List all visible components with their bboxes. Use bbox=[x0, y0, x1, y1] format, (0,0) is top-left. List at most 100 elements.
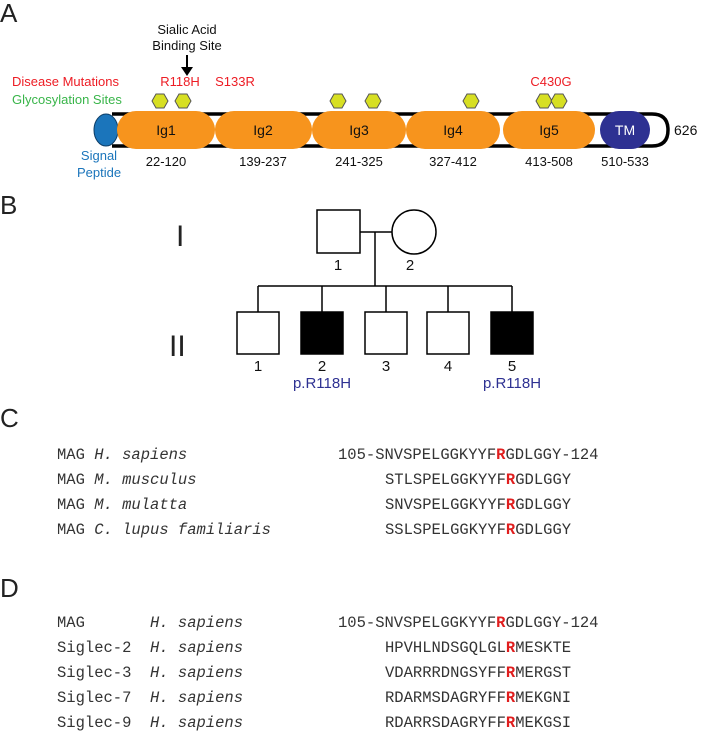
pedigree-individual-i2 bbox=[391, 209, 437, 255]
sequence-after: MERGST bbox=[515, 664, 572, 682]
ig2-domain bbox=[215, 111, 312, 149]
sequence: STLSPELGGKYYFRGDLGGY bbox=[385, 471, 571, 489]
sequence: HPVHLNDSGQLGLRMESKTE bbox=[385, 639, 571, 657]
gene-name: MAG bbox=[57, 471, 85, 489]
individual-ii1-number: 1 bbox=[254, 358, 262, 375]
panel-label-a: A bbox=[0, 0, 18, 28]
generation-ii-label: II bbox=[169, 330, 186, 363]
sequence-after: GDLGGY-124 bbox=[505, 614, 599, 632]
alignment-row: MAG M. musculus bbox=[57, 471, 197, 489]
gene-name: MAG bbox=[57, 521, 85, 539]
pedigree-individual-ii4 bbox=[426, 311, 470, 355]
pedigree-individual-ii5-affected bbox=[490, 311, 534, 355]
gene-name: MAG bbox=[57, 614, 85, 632]
conserved-arginine: R bbox=[505, 714, 516, 732]
sequence-before: SNVSPELGGKYYF bbox=[385, 496, 506, 514]
pedigree-individual-ii2-affected bbox=[300, 311, 344, 355]
alignment-row: MAG C. lupus familiaris bbox=[57, 521, 271, 539]
ig1-domain bbox=[117, 111, 215, 149]
gene-name: Siglec-7 bbox=[57, 689, 132, 707]
sequence-after: MEKGNI bbox=[515, 689, 572, 707]
sequence-before: RDARRSDAGRYFF bbox=[385, 714, 506, 732]
tm-label: TM bbox=[615, 122, 635, 138]
mutation-s133r: S133R bbox=[215, 74, 255, 89]
sequence-after: MESKTE bbox=[515, 639, 572, 657]
sequence: 105-SNVSPELGGKYYFRGDLGGY-124 bbox=[338, 614, 598, 632]
pedigree-chart: I II 1 2 1 2 3 4 5 p.R118H p.R118H bbox=[169, 209, 541, 392]
ig4-range: 327-412 bbox=[429, 154, 477, 169]
glycosylation-site-1 bbox=[151, 93, 169, 109]
mutation-r118h: R118H bbox=[160, 74, 200, 89]
sequence-before: 105-SNVSPELGGKYYF bbox=[338, 446, 497, 464]
glycosylation-site-7 bbox=[550, 93, 568, 109]
ig5-label: Ig5 bbox=[539, 122, 559, 138]
sequence: RDARMSDAGRYFFRMEKGNI bbox=[385, 689, 571, 707]
glycosylation-site-4 bbox=[364, 93, 382, 109]
sialic-site-label: Sialic Acid bbox=[157, 22, 216, 37]
species-name: H. sapiens bbox=[150, 614, 244, 632]
sequence-after: GDLGGY-124 bbox=[505, 446, 599, 464]
glycosylation-site-2 bbox=[174, 93, 192, 109]
ig1-label: Ig1 bbox=[156, 122, 176, 138]
species-name: H. sapiens bbox=[150, 639, 244, 657]
individual-ii3-number: 3 bbox=[382, 358, 390, 375]
sequence: VDARRRDNGSYFFRMERGST bbox=[385, 664, 571, 682]
glycosylation-site-5 bbox=[462, 93, 480, 109]
conserved-arginine: R bbox=[505, 471, 516, 489]
species-name: C. lupus familiaris bbox=[94, 521, 271, 539]
sequence-before: VDARRRDNGSYFF bbox=[385, 664, 506, 682]
legend-glycosylation-sites: Glycosylation Sites bbox=[12, 92, 122, 107]
individual-i1-number: 1 bbox=[334, 257, 342, 274]
conserved-arginine: R bbox=[505, 689, 516, 707]
variant-ii2: p.R118H bbox=[293, 375, 351, 392]
panel-label-c: C bbox=[0, 403, 19, 433]
sequence-before: SSLSPELGGKYYF bbox=[385, 521, 506, 539]
sequence-after: MEKGSI bbox=[515, 714, 572, 732]
signal-peptide-label: Signal bbox=[81, 148, 117, 163]
individual-i2-number: 2 bbox=[406, 257, 414, 274]
ig3-domain bbox=[312, 111, 406, 149]
pedigree-individual-ii1 bbox=[236, 311, 280, 355]
species-name: H. sapiens bbox=[150, 664, 244, 682]
tm-range: 510-533 bbox=[601, 154, 649, 169]
individual-ii2-number: 2 bbox=[318, 358, 326, 375]
ig5-range: 413-508 bbox=[525, 154, 573, 169]
gene-name: MAG bbox=[57, 446, 85, 464]
species-name: H. sapiens bbox=[150, 714, 244, 732]
ig4-domain bbox=[406, 111, 500, 149]
pedigree-individual-ii3 bbox=[364, 311, 408, 355]
gene-name: MAG bbox=[57, 496, 85, 514]
alignment-row: MAG bbox=[57, 614, 85, 632]
mag-domain-diagram: Sialic Acid Binding Site Disease Mutatio… bbox=[12, 22, 698, 180]
alignment-row: Siglec-2 bbox=[57, 639, 131, 657]
conserved-arginine: R bbox=[505, 496, 516, 514]
panel-label-d: D bbox=[0, 573, 19, 603]
sequence-before: 105-SNVSPELGGKYYF bbox=[338, 614, 497, 632]
tm-domain bbox=[600, 111, 650, 149]
gene-name: Siglec-2 bbox=[57, 639, 132, 657]
conserved-arginine: R bbox=[496, 446, 506, 464]
generation-i-label: I bbox=[176, 220, 184, 253]
alignment-row: Siglec-3 bbox=[57, 664, 131, 682]
sequence-after: GDLGGY bbox=[515, 521, 572, 539]
conserved-arginine: R bbox=[496, 614, 506, 632]
ig5-domain bbox=[503, 111, 595, 149]
protein-backbone bbox=[112, 112, 670, 148]
ig2-label: Ig2 bbox=[253, 122, 273, 138]
conserved-arginine: R bbox=[505, 521, 516, 539]
conserved-arginine: R bbox=[505, 664, 516, 682]
alignment-row: MAG M. mulatta bbox=[57, 496, 187, 514]
sialic-site-label-2: Binding Site bbox=[152, 38, 221, 53]
alignment-row: Siglec-7 bbox=[57, 689, 131, 707]
glycosylation-site-6 bbox=[535, 93, 553, 109]
individual-ii5-number: 5 bbox=[508, 358, 516, 375]
ig3-label: Ig3 bbox=[349, 122, 369, 138]
variant-ii5: p.R118H bbox=[483, 375, 541, 392]
sequence-before: HPVHLNDSGQLGL bbox=[385, 639, 506, 657]
sequence-before: STLSPELGGKYYF bbox=[385, 471, 506, 489]
ig3-range: 241-325 bbox=[335, 154, 383, 169]
sequence-before: RDARMSDAGRYFF bbox=[385, 689, 506, 707]
signal-peptide bbox=[93, 113, 119, 147]
sequence: SSLSPELGGKYYFRGDLGGY bbox=[385, 521, 571, 539]
alignment-row: MAG H. sapiens bbox=[57, 446, 187, 464]
